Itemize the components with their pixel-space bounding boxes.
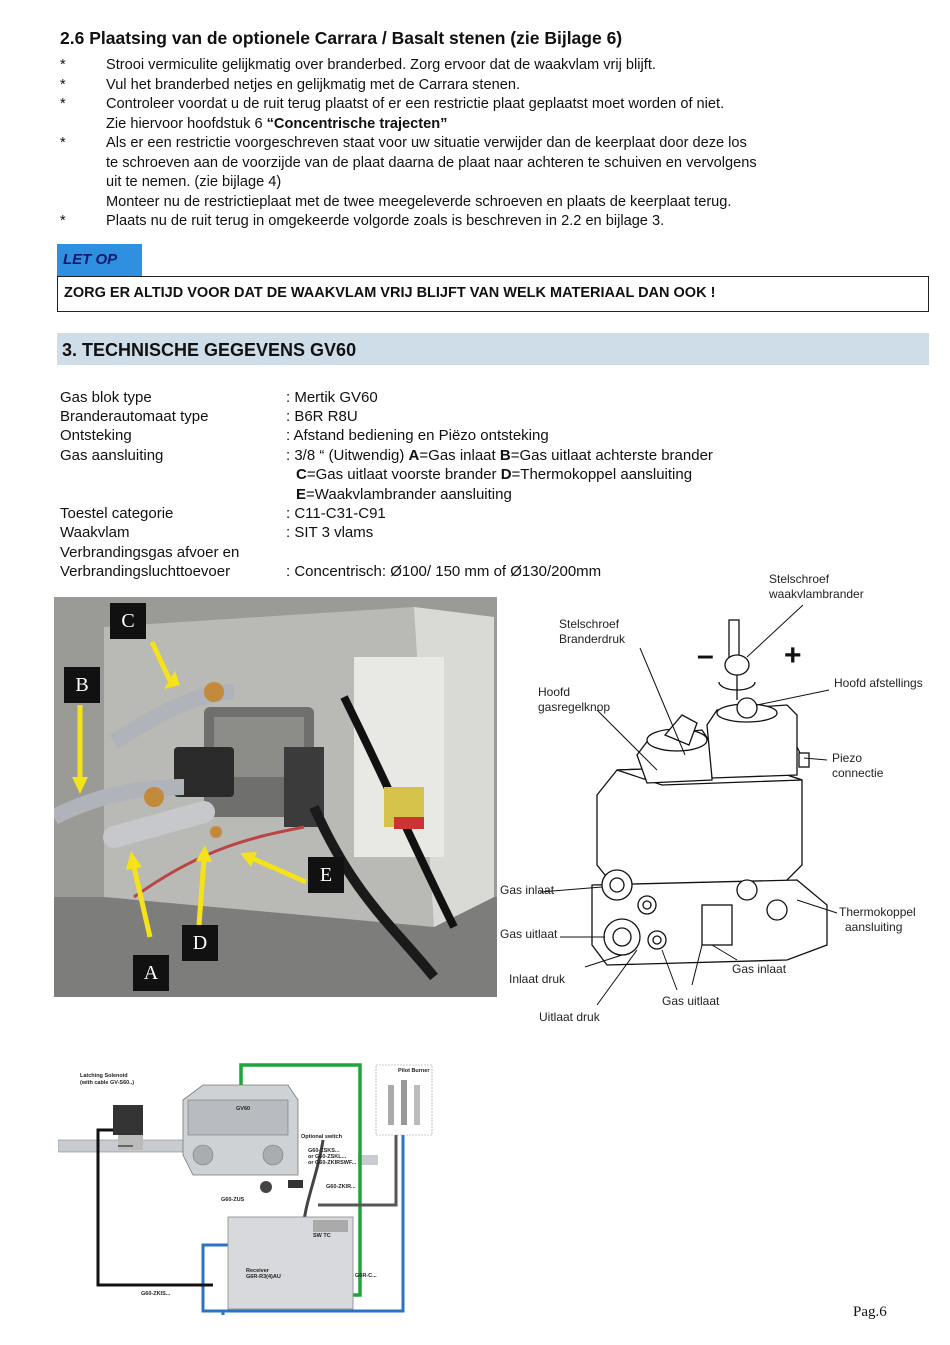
warning-tab: LET OP	[57, 244, 142, 276]
spec-label: Gas aansluiting	[60, 447, 164, 464]
label-gas-inlaat-left: Gas inlaat	[500, 883, 555, 897]
spec-value: : C11-C31-C91	[286, 505, 386, 522]
page-number: Pag.6	[853, 1304, 887, 1320]
reference-title: “Concentrische trajecten”	[266, 115, 448, 132]
section-title-2-6: 2.6 Plaatsing van de optionele Carrara /…	[60, 28, 623, 48]
label-hoofd: Hoofd	[538, 685, 570, 699]
bullet-text: Controleer voordat u de ruit terug plaat…	[106, 96, 725, 112]
list-item: * Controleer voordat u de ruit terug pla…	[60, 95, 880, 134]
minus-sign: –	[697, 639, 714, 672]
warning-box: ZORG ER ALTIJD VOOR DAT DE WAAKVLAM VRIJ…	[57, 276, 929, 312]
spec-label: Waakvlam	[60, 524, 130, 541]
bullet-text: Plaats nu de ruit terug in omgekeerde vo…	[106, 213, 665, 229]
spec-label: Toestel categorie	[60, 505, 174, 522]
label-stelschroef-waakvlam: Stelschroef	[769, 572, 830, 586]
label-g60-zus: G60-ZUS	[221, 1197, 245, 1203]
label-sw-tc: SW TC	[313, 1233, 331, 1239]
label-pilot-burner: Pilot Burner	[398, 1068, 430, 1074]
label-gas-uitlaat-bottom: Gas uitlaat	[662, 994, 720, 1008]
bullet-text: Vul het branderbed netjes en gelijkmatig…	[106, 76, 520, 93]
spec-label: Verbrandingsgas afvoer en	[60, 544, 240, 561]
label-gas-uitlaat-left: Gas uitlaat	[500, 927, 558, 941]
label-connectie: connectie	[832, 766, 884, 780]
spec-value: : 3/8 “ (Uitwendig) A=Gas inlaat B=Gas u…	[286, 447, 713, 464]
bullet-star: *	[60, 96, 66, 112]
spec-label: Ontsteking	[60, 427, 132, 444]
bullet-star: *	[60, 76, 66, 93]
label-latching-solenoid: Latching Solenoid	[80, 1073, 128, 1079]
label-branderdruk: Branderdruk	[559, 632, 626, 646]
label-g60-zkirswf: or G60-ZKIRSWF...	[308, 1160, 357, 1166]
bullet-star: *	[60, 213, 66, 229]
spec-value: C=Gas uitlaat voorste brander D=Thermoko…	[296, 466, 693, 483]
label-hoofd-afstellingen: Hoofd afstellings	[834, 676, 923, 690]
plus-sign: +	[784, 639, 802, 672]
label-receiver-model: G6R-R3(4)AU	[246, 1274, 281, 1280]
photo-label-c: C	[110, 603, 146, 639]
spec-label: Branderautomaat type	[60, 408, 209, 425]
section-title-3: 3. TECHNISCHE GEGEVENS GV60	[57, 333, 929, 365]
bullet-text: Strooi vermiculite gelijkmatig over bran…	[106, 57, 656, 73]
label-receiver: Receiver	[246, 1268, 270, 1274]
photo-label-a: A	[133, 955, 169, 991]
photo-label-b: B	[64, 667, 100, 703]
photo-label-e: E	[308, 857, 344, 893]
label-latching-cable: (with cable GV-S60..)	[80, 1080, 134, 1086]
label-uitlaat-druk: Uitlaat druk	[539, 1010, 601, 1024]
wiring-schematic: Latching Solenoid (with cable GV-S60..) …	[58, 1063, 433, 1315]
label-thermokoppel: Thermokoppel	[839, 905, 916, 919]
label-stelschroef-brander: Stelschroef	[559, 617, 620, 631]
reference-prefix: Zie hiervoor hoofdstuk 6	[106, 115, 267, 132]
label-aansluiting: aansluiting	[845, 920, 902, 934]
spec-value: E=Waakvlambrander aansluiting	[296, 486, 512, 503]
list-item: * Strooi vermiculite gelijkmatig over br…	[60, 56, 880, 76]
label-inlaat-druk: Inlaat druk	[509, 972, 566, 986]
label-gasregelknop: gasregelknop	[538, 700, 610, 714]
bullet-text: te schroeven aan de voorzijde van de pla…	[106, 154, 757, 171]
list-item: * Vul het branderbed netjes en gelijkmat…	[60, 76, 880, 96]
label-g60-zkir: G60-ZKIR...	[326, 1184, 356, 1190]
spec-value: : Concentrisch: Ø100/ 150 mm of Ø130/200…	[286, 563, 602, 580]
bullet-text: Monteer nu de restrictieplaat met de twe…	[106, 193, 732, 210]
gas-valve-photo: C B E D A	[54, 597, 497, 997]
label-piezo: Piezo	[832, 751, 862, 765]
spec-value: : B6R R8U	[286, 408, 358, 425]
spec-label: Verbrandingsluchttoevoer	[60, 563, 231, 580]
list-item: * Als er een restrictie voorgeschreven s…	[60, 134, 880, 212]
label-gas-inlaat-right: Gas inlaat	[732, 962, 787, 976]
label-g60-zsks: G60-ZSKS...	[308, 1148, 340, 1154]
spec-value: : Afstand bediening en Piëzo ontsteking	[286, 427, 549, 444]
label-g60-zkis: G60-ZKIS...	[141, 1291, 171, 1297]
photo-label-d: D	[182, 925, 218, 961]
bullet-text: Als er een restrictie voorgeschreven sta…	[106, 135, 747, 151]
spec-value: : SIT 3 vlams	[286, 524, 374, 541]
valve-line-drawing: Stelschroef waakvlambrander Stelschroef …	[500, 572, 923, 1024]
list-item: * Plaats nu de ruit terug in omgekeerde …	[60, 212, 880, 232]
bullet-list: * Strooi vermiculite gelijkmatig over br…	[60, 56, 880, 232]
spec-value: : Mertik GV60	[286, 389, 378, 406]
label-optional-switch: Optional switch	[301, 1134, 343, 1140]
bullet-reference: Zie hiervoor hoofdstuk 6 “Concentrische …	[106, 115, 880, 135]
bullet-text: uit te nemen. (zie bijlage 4)	[106, 174, 282, 190]
label-gv60: GV60	[236, 1106, 250, 1112]
gas-valve-photo-illustration	[54, 597, 497, 997]
bullet-star: *	[60, 135, 66, 151]
label-waakvlambrander: waakvlambrander	[768, 587, 864, 601]
label-g6r-c: G6R-C...	[355, 1273, 377, 1279]
spec-label: Gas blok type	[60, 389, 152, 406]
label-g60-zskl: or G60-ZSKL...	[308, 1154, 347, 1160]
bullet-star: *	[60, 57, 66, 73]
